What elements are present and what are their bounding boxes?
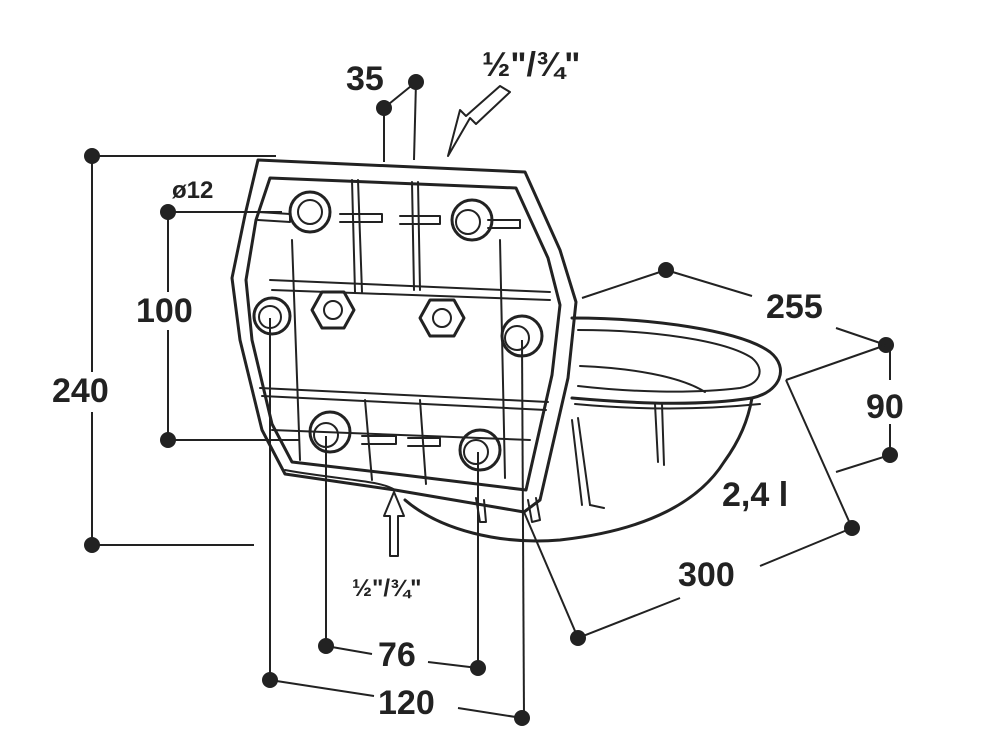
mounting-holes xyxy=(252,190,544,472)
mounting-hole-bottom-right xyxy=(458,428,502,472)
back-plate xyxy=(230,158,578,514)
label-bowl-height: 90 xyxy=(866,388,904,426)
mounting-hole-bottom-left xyxy=(308,410,352,454)
label-height-total: 240 xyxy=(52,372,109,410)
label-depth: 255 xyxy=(766,288,823,326)
label-width-back: 120 xyxy=(378,684,435,722)
dimension-lines xyxy=(84,74,898,726)
bowl xyxy=(403,316,782,543)
label-length: 300 xyxy=(678,556,735,594)
label-pipe-bottom: ½"/¾" xyxy=(352,575,421,602)
label-top-offset: 35 xyxy=(346,60,384,98)
label-hole-diameter: ø12 xyxy=(172,177,213,204)
label-pipe-top: ½"/¾" xyxy=(482,46,580,84)
label-hole-spacing-vertical: 100 xyxy=(136,292,193,330)
mounting-hole-top-right xyxy=(450,198,494,242)
label-volume: 2,4 l xyxy=(722,476,788,514)
label-hole-spacing-bottom: 76 xyxy=(378,636,416,674)
mounting-hole-top-left xyxy=(288,190,332,234)
mounting-hole-mid-left xyxy=(252,296,292,336)
dimension-labels: 240 100 ø12 35 ½"/¾" ½"/¾" 76 120 255 90… xyxy=(52,46,904,722)
